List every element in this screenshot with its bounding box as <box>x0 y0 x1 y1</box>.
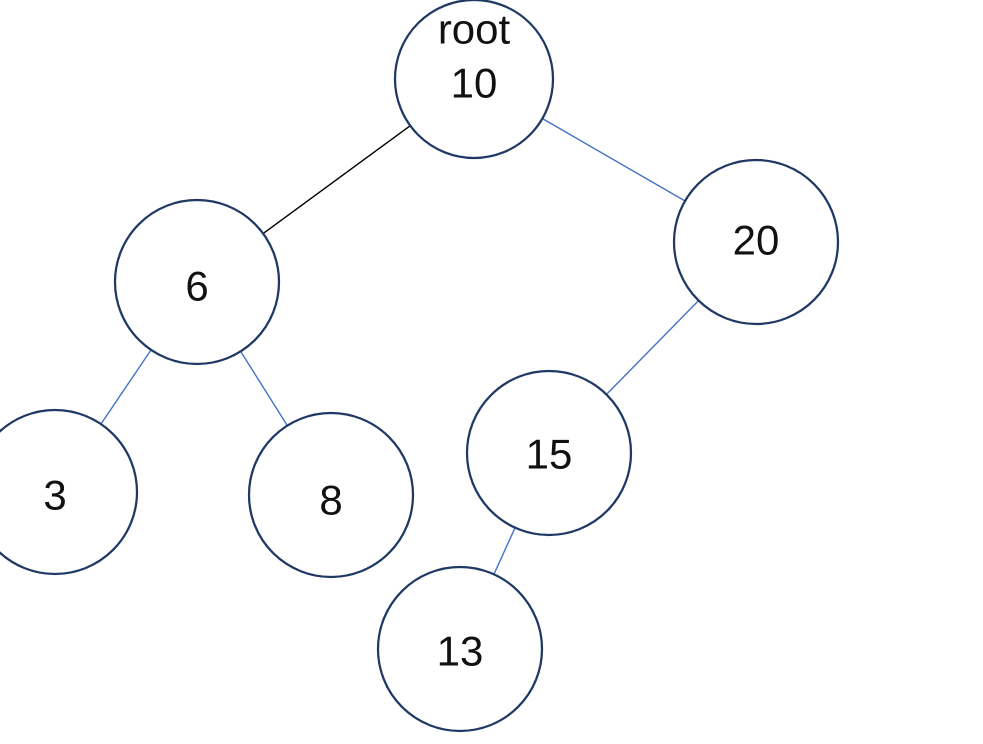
node-label: root <box>438 6 511 53</box>
node-circle <box>247 411 415 579</box>
tree-node-n3: 3 <box>0 408 139 576</box>
tree-node-n6: 6 <box>113 198 281 366</box>
node-circle <box>376 565 544 733</box>
nodes-layer: root 10 6 20 3 8 15 13 <box>0 0 840 733</box>
node-label: 8 <box>319 477 342 524</box>
tree-node-n13: 13 <box>376 565 544 733</box>
node-label: 10 <box>451 60 498 107</box>
node-circle <box>113 198 281 366</box>
tree-node-n15: 15 <box>465 369 633 537</box>
node-circle <box>393 0 555 160</box>
tree-node-n20: 20 <box>672 158 840 326</box>
node-label: 20 <box>733 217 780 264</box>
node-label: 3 <box>43 472 66 519</box>
node-circle <box>0 408 139 576</box>
node-label: 6 <box>185 263 208 310</box>
node-label: 15 <box>526 431 573 478</box>
tree-node-root: root 10 <box>393 0 555 160</box>
node-circle <box>465 369 633 537</box>
tree-node-n8: 8 <box>247 411 415 579</box>
node-circle <box>672 158 840 326</box>
node-label: 13 <box>437 628 484 675</box>
edges-layer <box>54 78 757 650</box>
